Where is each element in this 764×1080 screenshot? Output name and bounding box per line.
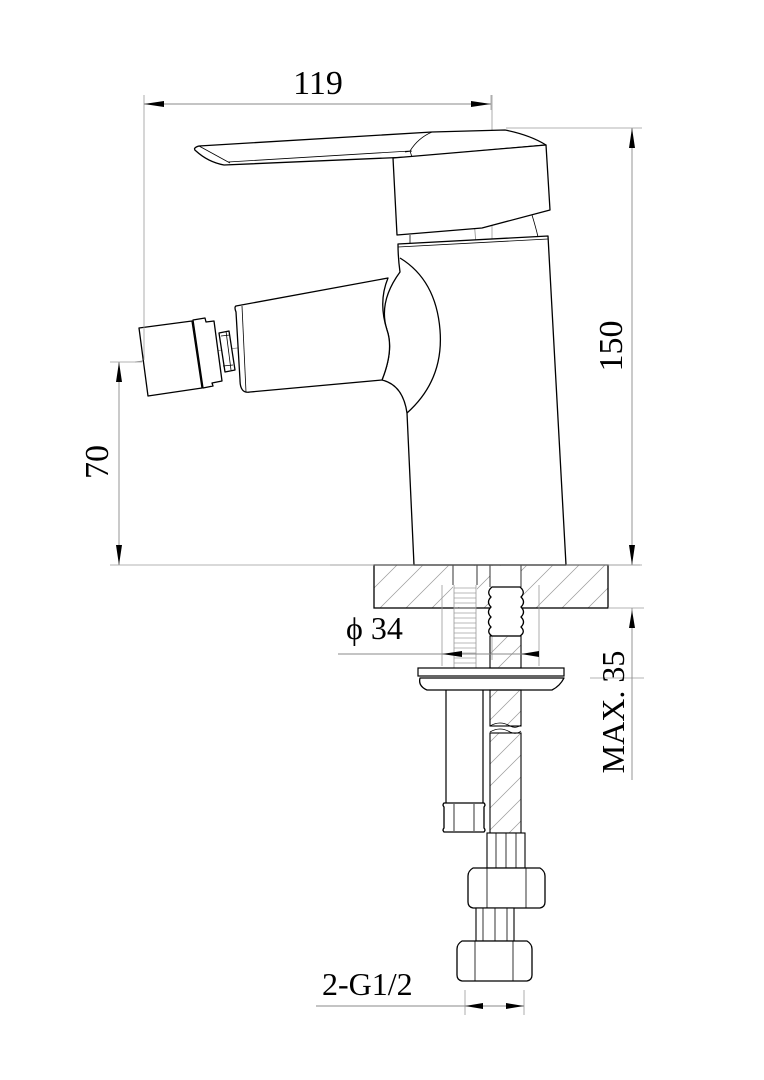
dimension-label-2-g1-2: 2-G1/2 — [322, 966, 413, 1002]
dimension-outlet-height: 70 — [79, 361, 374, 566]
bidet-spout — [234, 277, 391, 393]
hose-nuts — [456, 832, 546, 982]
base-plate — [330, 564, 640, 609]
cartridge-housing — [392, 144, 551, 243]
dimension-label-max-35: MAX. 35 — [595, 651, 631, 774]
flexible-hose — [489, 635, 522, 834]
dimension-spout-reach: 119 — [143, 65, 492, 360]
dimension-base-diameter: ϕ 34 — [338, 585, 540, 666]
dimension-total-height: 150 — [506, 127, 642, 566]
dimension-label-70: 70 — [79, 445, 116, 479]
body — [381, 235, 567, 566]
hose-connector — [487, 586, 525, 637]
lever-handle — [193, 129, 547, 166]
dimension-connection-thread: 2-G1/2 — [316, 966, 525, 1015]
dimension-label-diameter-34: ϕ 34 — [346, 610, 403, 646]
dimension-label-150: 150 — [593, 321, 630, 372]
mounting-washer — [417, 667, 565, 691]
dimension-max-thickness: MAX. 35 — [590, 607, 644, 780]
threaded-stud — [442, 585, 486, 833]
swivel-aerator — [138, 317, 236, 397]
dimension-label-119: 119 — [293, 65, 343, 102]
